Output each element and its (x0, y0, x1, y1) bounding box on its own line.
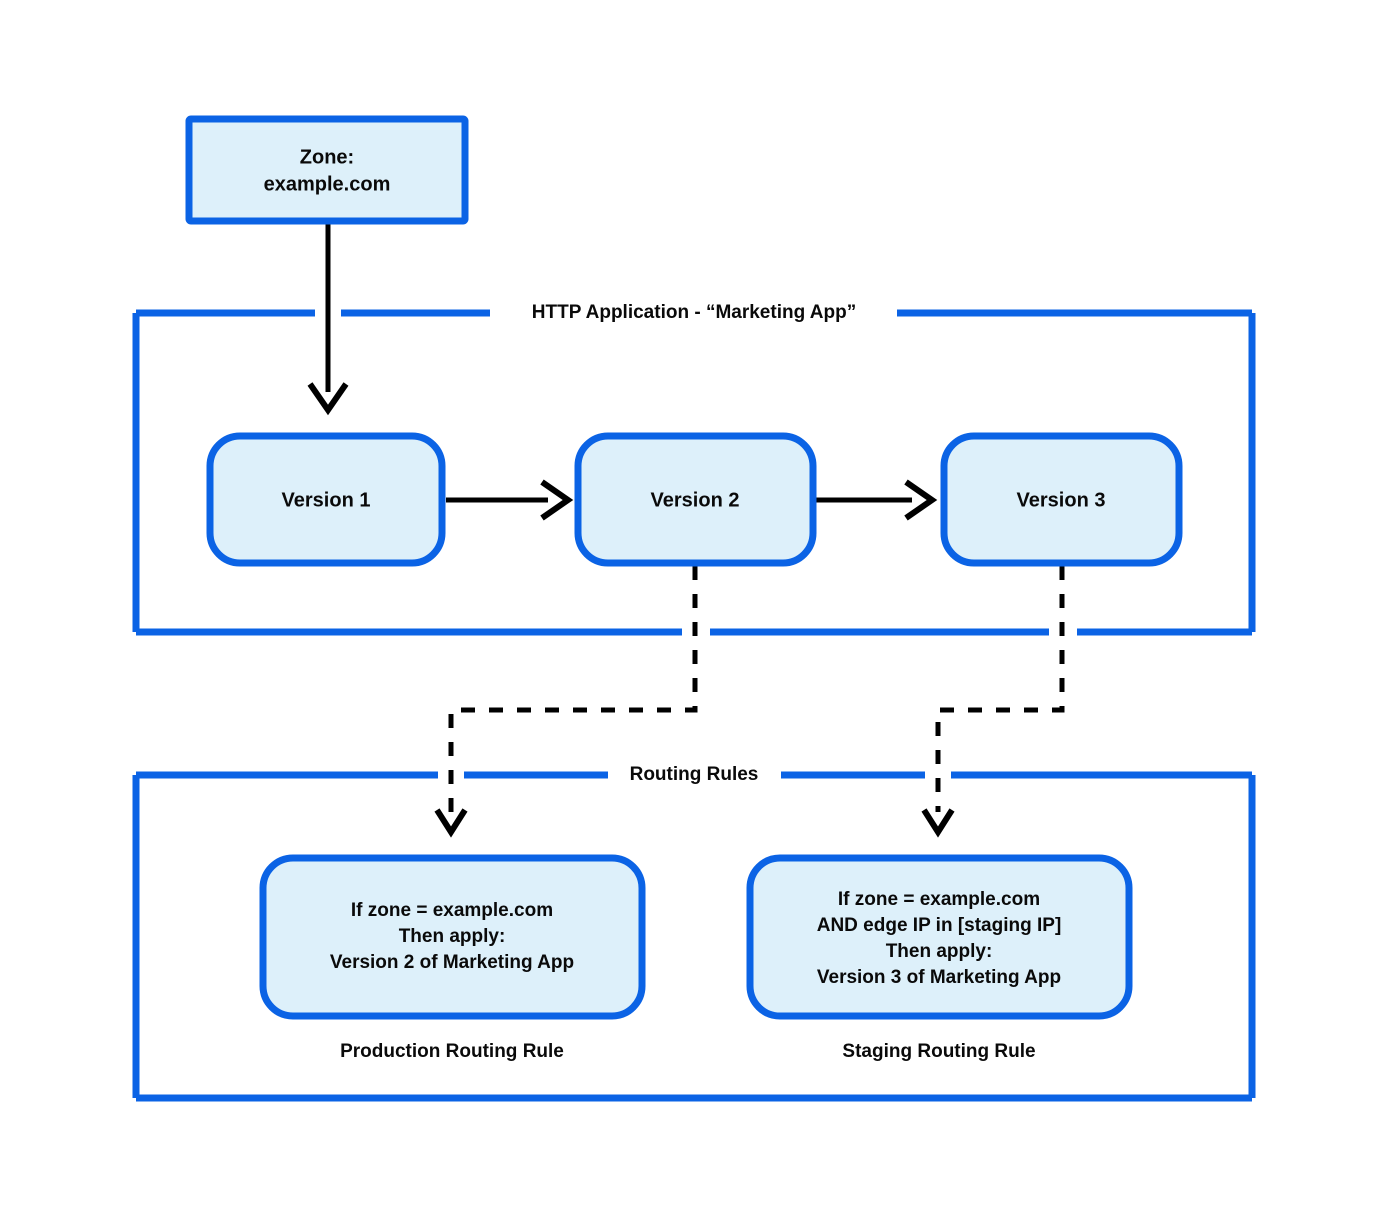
production-routing-rule-caption: Production Routing Rule (340, 1041, 564, 1062)
connector-v3-staging-path (935, 566, 1065, 812)
staging-routing-rule-node[interactable]: If zone = example.com AND edge IP in [st… (746, 854, 1133, 1020)
production-routing-rule-box[interactable] (259, 854, 646, 1020)
connector-version3-to-staging-rule (921, 566, 1065, 838)
connector-v2-v3-arrowhead (904, 479, 938, 521)
version-3-node[interactable]: Version 3 (940, 432, 1183, 567)
staging-routing-rule-caption: Staging Routing Rule (842, 1041, 1035, 1062)
connector-v1-v2-arrowhead (540, 479, 574, 521)
staging-rule-line-3: Then apply: (886, 941, 993, 962)
production-routing-rule-node[interactable]: If zone = example.com Then apply: Versio… (259, 854, 646, 1020)
version-3-node-box[interactable] (940, 432, 1183, 567)
zone-node-box[interactable] (185, 115, 469, 225)
connector-version2-to-version3 (816, 479, 938, 521)
connector-version2-to-production-rule (434, 566, 698, 838)
staging-rule-line-1: If zone = example.com (838, 889, 1040, 910)
version-1-node-label: Version 1 (282, 489, 371, 511)
routing-rules-group-label: Routing Rules (630, 764, 759, 785)
version-2-node[interactable]: Version 2 (574, 432, 817, 567)
staging-rule-line-4: Version 3 of Marketing App (817, 967, 1061, 988)
staging-routing-rule-box[interactable] (746, 854, 1133, 1020)
production-rule-line-1: If zone = example.com (351, 900, 553, 921)
zone-node-line2: example.com (264, 173, 391, 195)
connector-zone-to-version1 (307, 224, 349, 416)
version-1-node-box[interactable] (206, 432, 446, 567)
connector-v2-prod-arrowhead (434, 808, 468, 838)
connector-zone-to-version1-arrowhead (307, 382, 349, 416)
version-3-node-label: Version 3 (1017, 489, 1106, 511)
version-1-node[interactable]: Version 1 (206, 432, 446, 567)
http-application-group-label: HTTP Application - “Marketing App” (532, 302, 856, 323)
connector-v2-prod-path (448, 566, 698, 812)
production-rule-line-3: Version 2 of Marketing App (330, 952, 574, 973)
connector-v3-staging-arrowhead (921, 808, 955, 838)
zone-node[interactable]: Zone: example.com (185, 115, 469, 225)
version-2-node-label: Version 2 (651, 489, 740, 511)
version-2-node-box[interactable] (574, 432, 817, 567)
zone-node-line1: Zone: (300, 146, 354, 168)
production-rule-line-2: Then apply: (399, 926, 506, 947)
routing-rules-group-frame (132, 771, 1256, 1102)
http-application-group-frame (132, 309, 1256, 636)
staging-rule-line-2: AND edge IP in [staging IP] (817, 915, 1062, 936)
connector-version1-to-version2 (446, 479, 574, 521)
